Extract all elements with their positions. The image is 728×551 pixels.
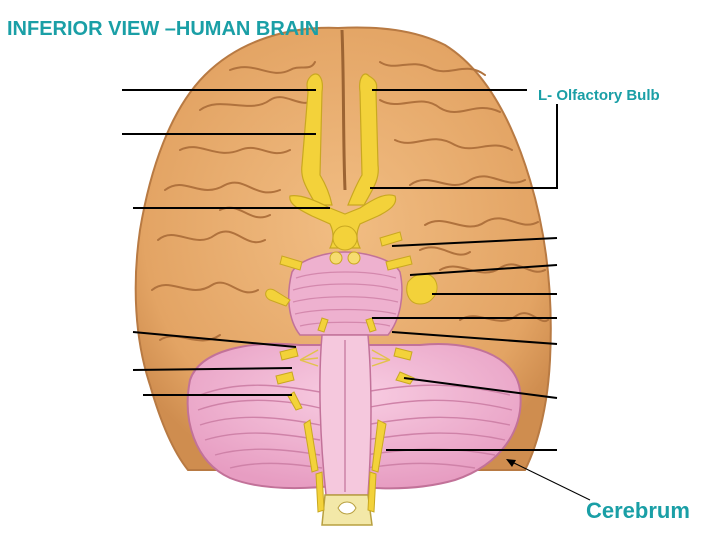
leader-lines-left — [122, 89, 330, 396]
mammillary-body-right — [347, 251, 361, 265]
label-cerebrum: Cerebrum — [586, 498, 690, 523]
spinal-gray-matter — [337, 501, 357, 515]
cerebrum-pointer-arrow — [506, 459, 591, 501]
cerebral-gyri — [151, 61, 549, 342]
label-olfactory-bulb: L- Olfactory Bulb — [538, 87, 660, 104]
leader-lines-right — [370, 89, 558, 451]
pons-striations — [292, 271, 399, 327]
cranial-nerves — [265, 231, 438, 513]
olfactory-system — [301, 73, 379, 206]
nerve-fans — [299, 349, 391, 367]
pituitary-stalk — [332, 225, 358, 251]
longitudinal-fissure — [340, 29, 347, 191]
diagram-title: INFERIOR VIEW –HUMAN BRAIN — [7, 18, 320, 40]
mammillary-body-left — [329, 251, 343, 265]
